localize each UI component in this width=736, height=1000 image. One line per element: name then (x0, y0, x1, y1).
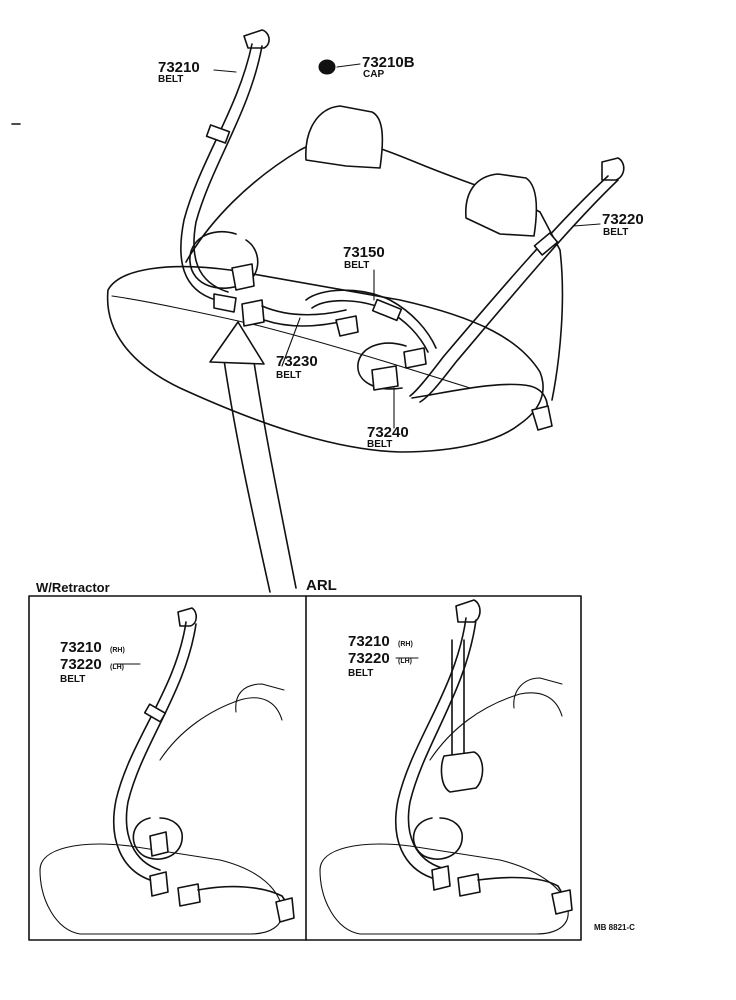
right-headrest (465, 173, 538, 237)
panel-right-number-2: 73220 (348, 650, 390, 667)
panel-right-name: BELT (348, 668, 373, 679)
leader-lines (213, 63, 601, 429)
diagram-code: MB 8821-C (594, 923, 635, 932)
belt-73150-strap-edge (311, 299, 429, 353)
panel-left-labels: 73210 (RH) 73220 (LH) BELT (60, 639, 125, 685)
right-panel-loop (412, 817, 463, 860)
part-name-73230: BELT (276, 370, 301, 381)
panel-left-illustration (39, 607, 295, 935)
part-number-73240: 73240 (367, 424, 409, 441)
belt-73220-floor-anchor (531, 405, 553, 431)
belt-73210-anchor (243, 29, 270, 49)
right-panel-retractor (440, 751, 484, 793)
part-number-73210b: 73210B (362, 54, 415, 71)
left-panel-retractor (149, 831, 169, 857)
inset-frame (28, 595, 582, 941)
belt-73220-guide (533, 232, 559, 256)
right-panel-floor-anchor (551, 889, 573, 915)
inset-panels: W/Retractor ARL 73210 (RH) 73220 (LH) BE… (28, 577, 635, 941)
arl-pointer-arrow (223, 359, 271, 593)
part-name-73220: BELT (603, 227, 628, 238)
left-panel-floor-anchor (275, 897, 295, 923)
part-name-73210: BELT (158, 74, 183, 85)
panel-left-title: W/Retractor (36, 580, 110, 595)
right-panel-cushion (319, 843, 569, 935)
cap-73210b (318, 59, 336, 75)
left-panel-guide (143, 703, 167, 723)
panel-right-labels: 73210 (RH) 73220 (LH) BELT (348, 633, 413, 679)
part-number-73230: 73230 (276, 353, 318, 370)
belt-73230-strap-edge (263, 319, 349, 327)
belt-73240-anchor (403, 347, 427, 369)
part-number-73150: 73150 (343, 244, 385, 261)
belt-73150-buckle (371, 298, 403, 322)
panel-right-number-1: 73210 (348, 633, 390, 650)
panel-left-name: BELT (60, 674, 85, 685)
belt-73150-strap (305, 289, 437, 349)
panel-left-number-1: 73210 (60, 639, 102, 656)
arl-pointer-arrowhead (209, 321, 265, 365)
left-panel-lap-strap (197, 885, 291, 909)
panel-right-suffix-2: (LH) (398, 658, 412, 665)
belt-73230-strap (261, 305, 347, 316)
left-panel-seat-back (159, 697, 283, 761)
belt-73220-lower-strap (411, 383, 549, 419)
main-part-labels: 73210 BELT 73210B CAP 73220 BELT 73150 B… (158, 54, 644, 450)
panel-left-suffix-1: (RH) (110, 647, 125, 654)
right-panel-vertical-strap (451, 639, 465, 757)
right-panel-anchor (455, 599, 481, 623)
part-name-73210b: CAP (363, 69, 384, 80)
panel-left-suffix-2: (LH) (110, 664, 124, 671)
left-panel-buckle (177, 883, 201, 907)
part-name-73150: BELT (344, 260, 369, 271)
belt-73210-guide (205, 124, 231, 144)
left-anchor-plate (213, 293, 237, 313)
panel-right-illustration (319, 599, 573, 935)
belt-73210-strap (180, 43, 253, 301)
belt-73210-strap-edge (193, 45, 263, 293)
panel-right-title: ARL (306, 577, 337, 594)
left-panel-retractor-loop (132, 817, 183, 860)
main-seat-illustration (106, 29, 625, 593)
part-number-73210: 73210 (158, 59, 200, 76)
arl-pointer-arrow-edge (253, 361, 297, 589)
belt-73220-anchor (601, 157, 625, 181)
part-name-73240: BELT (367, 439, 392, 450)
belt-73230-anchor (335, 315, 359, 337)
right-panel-tongue (431, 865, 451, 891)
left-panel-belt (112, 621, 187, 881)
left-retractor-buckle (231, 263, 255, 291)
left-panel-tongue (149, 871, 169, 897)
left-panel-belt-edge (125, 623, 197, 871)
belt-73230-tongue (241, 299, 265, 327)
left-panel-anchor (177, 607, 198, 627)
belt-73240-buckle (371, 365, 399, 391)
left-retractor-loop (189, 230, 259, 289)
seat-back-outline (185, 139, 564, 401)
right-panel-belt (394, 617, 467, 879)
left-headrest (305, 105, 384, 169)
part-number-73220: 73220 (602, 211, 644, 228)
right-panel-lap-strap (477, 876, 567, 901)
panel-right-suffix-1: (RH) (398, 641, 413, 648)
panel-left-number-2: 73220 (60, 656, 102, 673)
seat-cushion-crease (111, 295, 471, 389)
belt-73220-strap (409, 175, 609, 397)
right-panel-headrest (513, 677, 563, 709)
seat-cushion-outline (106, 265, 544, 453)
right-panel-buckle (457, 873, 481, 897)
belt-73220-strap-edge (419, 179, 619, 403)
left-panel-headrest (235, 683, 285, 713)
